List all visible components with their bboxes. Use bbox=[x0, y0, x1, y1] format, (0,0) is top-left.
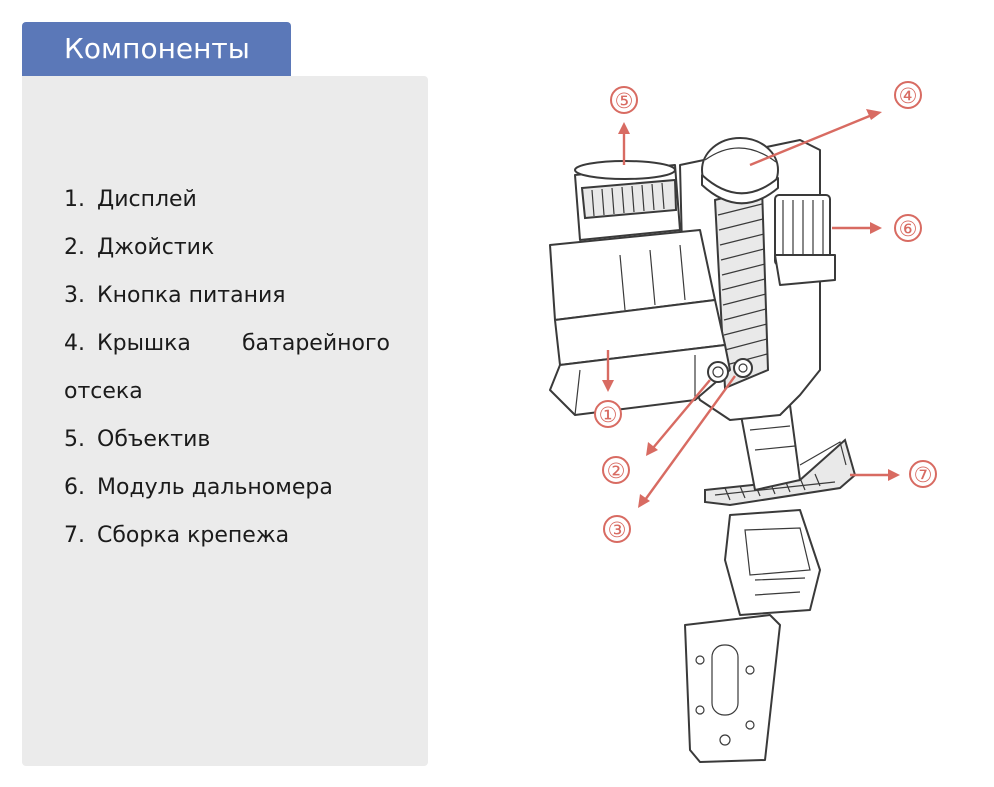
item-label: Сборка крепежа bbox=[97, 523, 290, 548]
item-number: 4. bbox=[64, 331, 85, 356]
item-label-continuation: отсека bbox=[64, 379, 143, 404]
callout-5: ⑤ bbox=[610, 86, 638, 114]
item-number: 7. bbox=[64, 523, 85, 548]
item-number: 2. bbox=[64, 235, 85, 260]
list-item: 5. Объектив bbox=[64, 419, 390, 467]
list-item: 2. Джойстик bbox=[64, 227, 390, 275]
callout-2: ② bbox=[602, 456, 630, 484]
item-label-word: Крышка bbox=[97, 331, 191, 356]
list-item: 4. Крышка батарейного отсека bbox=[64, 323, 390, 419]
svg-text:⑤: ⑤ bbox=[615, 89, 634, 113]
device-diagram: ① ② ③ ④ ⑤ ⑥ ⑦ bbox=[549, 81, 937, 763]
svg-text:②: ② bbox=[607, 459, 626, 483]
callout-3: ③ bbox=[603, 515, 631, 543]
callout-7: ⑦ bbox=[909, 460, 937, 488]
svg-text:④: ④ bbox=[899, 84, 918, 108]
item-label: Джойстик bbox=[97, 235, 215, 260]
callout-arrows bbox=[602, 109, 900, 508]
components-list: 1. Дисплей 2. Джойстик 3. Кнопка питания… bbox=[64, 179, 390, 563]
svg-text:③: ③ bbox=[608, 518, 627, 542]
section-title: Компоненты bbox=[64, 32, 250, 65]
callout-1: ① bbox=[594, 400, 622, 428]
callout-6: ⑥ bbox=[894, 214, 922, 242]
components-panel bbox=[22, 76, 428, 766]
svg-text:⑥: ⑥ bbox=[899, 217, 918, 241]
list-item: 3. Кнопка питания bbox=[64, 275, 390, 323]
svg-text:①: ① bbox=[599, 403, 618, 427]
item-number: 6. bbox=[64, 475, 85, 500]
list-item: 7. Сборка крепежа bbox=[64, 515, 390, 563]
item-number: 5. bbox=[64, 427, 85, 452]
item-number: 1. bbox=[64, 187, 85, 212]
callout-4: ④ bbox=[894, 81, 922, 109]
item-label: Кнопка питания bbox=[97, 283, 286, 308]
item-label: Модуль дальномера bbox=[97, 475, 333, 500]
item-label-word: батарейного bbox=[241, 331, 390, 356]
svg-text:⑦: ⑦ bbox=[914, 463, 933, 487]
device-illustration bbox=[549, 137, 857, 763]
list-item: 6. Модуль дальномера bbox=[64, 467, 390, 515]
section-header: Компоненты bbox=[22, 22, 291, 76]
item-number: 3. bbox=[64, 283, 85, 308]
item-label: Объектив bbox=[97, 427, 211, 452]
list-item: 1. Дисплей bbox=[64, 179, 390, 227]
item-label: Дисплей bbox=[97, 187, 197, 212]
